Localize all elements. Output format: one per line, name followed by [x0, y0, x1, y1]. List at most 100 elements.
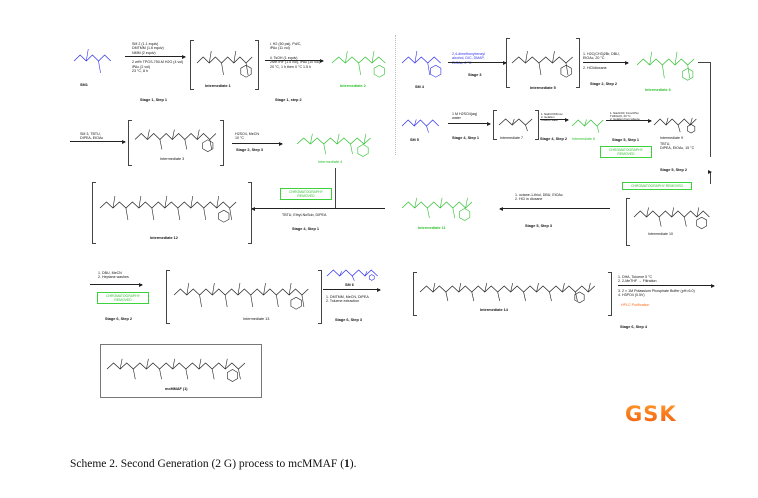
- molecule-int4: [295, 124, 375, 158]
- reagent-line: 2. Isolation from toluene: [610, 117, 640, 122]
- label-int2: Intermediate 2: [340, 84, 366, 88]
- molecule-int11: [400, 188, 476, 222]
- reagents-s5: SM 3, TBTU,DIPEA, EtOAc: [80, 132, 103, 141]
- reagent-line: 23 °C, 8 h: [132, 69, 149, 74]
- chromatography-removed-badge: CHROMATOGRAPHY REMOVED: [97, 292, 149, 304]
- structure-drawing: [633, 207, 710, 230]
- reagent-line: Toluene wash: [541, 118, 559, 123]
- stage-s2: Stage 1, step 2: [275, 98, 302, 102]
- stage-s6: Stage 2, Step 3: [236, 148, 264, 152]
- structure-drawing: [401, 119, 440, 133]
- reagent-line: iPAc (11 vol): [270, 46, 290, 51]
- label-mcmmaf: mcMMAF (1): [165, 387, 188, 391]
- molecule-mcmmaf: [105, 349, 255, 383]
- reagent-line: SM 3, TBTU,: [80, 132, 101, 136]
- reagent-line: SM 2 (1.1 equiv): [132, 42, 159, 46]
- bracket: [248, 182, 252, 244]
- bracket: [128, 120, 132, 166]
- structure-drawing: [331, 50, 386, 78]
- connector: [698, 62, 710, 63]
- reagent-line: TBTU,: [660, 142, 671, 146]
- label-int8: Intermediate 8: [572, 137, 595, 141]
- reagent-line: iPAc (2 vol): [132, 64, 151, 69]
- stage-s4: Stage 2, Step 2: [590, 82, 618, 86]
- reagent-line: EtOAc, 20 °C: [583, 56, 605, 61]
- label-int7: Intermediate 7: [500, 136, 523, 140]
- caption-compound-number: 1: [344, 458, 350, 470]
- structure-drawing: [511, 50, 573, 78]
- label-sm1: SM1: [80, 83, 88, 87]
- arrow-s10: [707, 169, 713, 184]
- bracket: [92, 182, 96, 244]
- arrow-s1: [125, 54, 186, 59]
- chromatography-removed-badge: CHROMATOGRAPHY REMOVED: [600, 146, 652, 158]
- chromatography-removed-badge: CHROMATOGRAPHY REMOVED: [280, 188, 332, 200]
- gsk-logo: GSK: [625, 402, 677, 426]
- molecule-int10: [632, 198, 714, 230]
- arrow-s14: [323, 287, 381, 292]
- stage-s14: Stage 6, Step 3: [335, 318, 363, 322]
- label-int1: Intermediate 1: [205, 84, 231, 88]
- reagent-line: 2. HCl/dioxane: [583, 65, 607, 70]
- stage-s12: Stage 4, Step 1: [292, 227, 320, 231]
- stage-s9: Stage 5, Step 1: [612, 138, 640, 142]
- bracket: [318, 270, 322, 324]
- bracket: [506, 38, 510, 88]
- structure-drawing: [419, 282, 596, 304]
- structure-drawing: [73, 48, 112, 74]
- arrow-s9: [606, 118, 652, 123]
- reagent-line: 2. Heptane washes: [98, 275, 129, 280]
- label-int14: Intermediate 14: [480, 308, 508, 312]
- reagent-line: i. H2 (60 psi), Pd/C,: [270, 42, 302, 46]
- stage-s11: Stage 5, Step 3: [525, 224, 553, 228]
- molecule-int12: [98, 185, 246, 225]
- divider: [395, 35, 396, 155]
- label-int5: Intermediate 5: [530, 86, 556, 90]
- arrow-s12: [251, 206, 385, 211]
- reagent-line: 2MeTHF (1.5 vol), iPAc (10 vol): [270, 60, 321, 65]
- reagent-line: 4. H3PO4 (0.5V): [618, 293, 645, 298]
- reagent-line: 20 °C, 1 h then 0 °C 1.5 h: [270, 64, 312, 69]
- structure-drawing: [401, 197, 473, 221]
- caption-end: ).: [349, 458, 357, 470]
- label-int4: Intermediate 4: [318, 160, 343, 164]
- label-int3: Intermediate 3: [160, 157, 185, 161]
- arrow-s5: [70, 139, 126, 144]
- label-int9: Intermediate 9: [660, 136, 683, 140]
- structure-drawing: [326, 269, 378, 281]
- reagents-s2: i. H2 (60 psi), Pd/C,iPAc (11 vol)ii. Ts…: [270, 42, 320, 69]
- reagent-line: 1. octane-1-thiol, DBU, EtOAc: [515, 193, 563, 197]
- arrow-s13: [90, 282, 143, 287]
- reagent-line: 2. HCl in dioxane: [515, 197, 543, 202]
- molecule-int9: [652, 110, 698, 134]
- label-int6: Intermediate 6: [645, 88, 671, 92]
- bracket: [220, 120, 224, 166]
- reagents-s7: 1 M H2SO4(aq)water: [452, 112, 477, 121]
- reagent-line: H2SO4, MeCN: [235, 132, 259, 136]
- reagent-line: 1. H2C(CH3)2Br, DBU,: [583, 52, 620, 56]
- structure-drawing: [296, 133, 371, 157]
- molecule-int1: [195, 40, 255, 80]
- structure-drawing: [498, 118, 533, 132]
- bracket: [166, 270, 170, 324]
- reagent-line: 1 M H2SO4(aq): [452, 112, 478, 116]
- molecule-int14: [418, 274, 608, 304]
- reagent-line: 1. NaHCO3, FmocOSu: [610, 111, 639, 115]
- label-int11: Intermediate 11: [418, 226, 446, 230]
- stage-s10: Stage 5, Step 2: [660, 168, 688, 172]
- arrow-s7: [448, 121, 491, 126]
- molecule-sm5: [400, 112, 440, 134]
- molecule-sm1: [72, 38, 112, 78]
- molecule-sm4: [400, 40, 442, 80]
- stage-s3: Stage 3: [468, 73, 482, 77]
- stage-s7: Stage 4, Step 1: [452, 136, 480, 140]
- chromatography-removed-badge: CHROMATOGRAPHY REMOVED: [622, 182, 692, 190]
- figure-caption: Scheme 2. Second Generation (2 G) proces…: [70, 458, 357, 470]
- stage-s1: Stage 1, Step 1: [140, 98, 168, 102]
